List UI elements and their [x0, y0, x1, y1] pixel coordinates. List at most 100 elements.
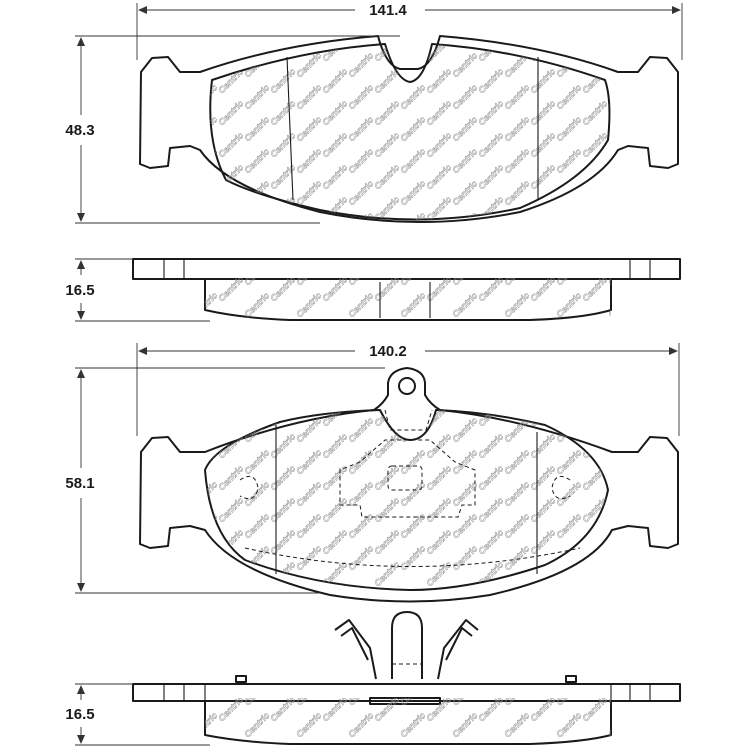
brand-watermark-text: Centric	[424, 399, 453, 428]
brand-watermark-text: Centric	[450, 290, 479, 319]
brand-watermark-text: Centric	[476, 367, 505, 396]
brand-watermark-text: Centric	[346, 710, 375, 739]
brand-watermark-text: Centric	[320, 242, 349, 271]
brand-watermark-text: Centric	[294, 678, 323, 707]
top-pad-thickness-label: 16.5	[65, 282, 94, 299]
brand-watermark-text: Centric	[606, 178, 635, 207]
brand-watermark-text: Centric	[242, 18, 271, 47]
brand-watermark-text: Centric	[476, 559, 505, 588]
brand-watermark-text: Centric	[476, 98, 505, 127]
brand-watermark-text: Centric	[606, 258, 635, 287]
brand-watermark-text: Centric	[450, 146, 479, 175]
brand-watermark-text: Centric	[346, 415, 375, 444]
brand-watermark-text: Centric	[398, 18, 427, 47]
brand-watermark-text: Centric	[216, 242, 245, 271]
brand-watermark-text: Centric	[268, 431, 297, 460]
brand-watermark-text: Centric	[242, 710, 271, 739]
brand-watermark-text: Centric	[580, 399, 609, 428]
brand-watermark-text: Centric	[528, 694, 557, 723]
brand-watermark-text: Centric	[502, 479, 531, 508]
brand-watermark-text: Centric	[528, 463, 557, 492]
brand-watermark-text: Centric	[216, 194, 245, 223]
brand-watermark-text: Centric	[502, 178, 531, 207]
brand-watermark-text: Centric	[606, 415, 635, 444]
brand-watermark-text: Centric	[320, 66, 349, 95]
brand-watermark-text: Centric	[294, 710, 323, 739]
brand-watermark-text: Centric	[164, 162, 193, 191]
brand-watermark-text: Centric	[268, 527, 297, 556]
brand-watermark-text: Centric	[320, 2, 349, 31]
brand-watermark-text: Centric	[216, 694, 245, 723]
brand-watermark-text: Centric	[476, 431, 505, 460]
brand-watermark-text: Centric	[528, 431, 557, 460]
brand-watermark-text: Centric	[580, 194, 609, 223]
brand-watermark-text: Centric	[606, 543, 635, 572]
brand-watermark-text: Centric	[450, 50, 479, 79]
brand-watermark-text: Centric	[398, 146, 427, 175]
brand-watermark-text: Centric	[450, 18, 479, 47]
brand-watermark-text: Centric	[450, 511, 479, 540]
brand-watermark-text: Centric	[372, 527, 401, 556]
brand-watermark-text: Centric	[346, 50, 375, 79]
brand-watermark-text: Centric	[554, 710, 583, 739]
brand-watermark-text: Centric	[294, 383, 323, 412]
brand-watermark-text: Centric	[268, 367, 297, 396]
bottom-pad-height-label: 58.1	[65, 475, 94, 492]
brand-watermark-text: Centric	[528, 242, 557, 271]
brand-watermark-text: Centric	[554, 447, 583, 476]
brand-watermark-text: Centric	[346, 178, 375, 207]
brand-watermark-text: Centric	[216, 399, 245, 428]
brand-watermark-text: Centric	[476, 66, 505, 95]
brand-watermark-text: Centric	[580, 694, 609, 723]
brand-watermark-text: Centric	[320, 367, 349, 396]
brand-watermark-text: Centric	[242, 511, 271, 540]
brand-watermark-text: Centric	[242, 678, 271, 707]
brand-watermark-text: Centric	[554, 511, 583, 540]
top-pad-height-label: 48.3	[65, 122, 94, 139]
brand-watermark-text: Centric	[242, 114, 271, 143]
brand-watermark-text: Centric	[294, 210, 323, 239]
brand-watermark-text: Centric	[372, 463, 401, 492]
brand-watermark-text: Centric	[216, 130, 245, 159]
brand-watermark-text: Centric	[320, 130, 349, 159]
spring-clip	[391, 611, 423, 679]
brand-watermark-text: Centric	[528, 2, 557, 31]
brand-watermark-text: Centric	[554, 210, 583, 239]
brand-watermark-text: Centric	[424, 2, 453, 31]
brand-watermark-text: Centric	[242, 290, 271, 319]
brand-watermark-text: Centric	[606, 114, 635, 143]
brand-watermark-text: Centric	[164, 2, 193, 31]
brand-watermark-text: Centric	[424, 367, 453, 396]
brand-watermark-text: Centric	[294, 447, 323, 476]
bottom-pad-thickness-dimension: 16.5	[65, 683, 210, 746]
bottom-pad-height-dimension: 58.1	[65, 367, 385, 594]
top-pad-width-dimension: 141.4	[136, 2, 683, 60]
brand-watermark-text: Centric	[476, 242, 505, 271]
brand-watermark-text: Centric	[372, 98, 401, 127]
brand-watermark-text: Centric	[502, 258, 531, 287]
brand-watermark-text: Centric	[372, 662, 401, 691]
brand-watermark-text: Centric	[294, 82, 323, 111]
brand-watermark-text: Centric	[320, 527, 349, 556]
brand-watermark-text: Centric	[372, 399, 401, 428]
brand-watermark-text: Centric	[216, 367, 245, 396]
top-pad-thickness-dimension: 16.5	[65, 258, 210, 322]
brand-watermark-text: Centric	[450, 82, 479, 111]
brand-watermark-text: Centric	[580, 34, 609, 63]
brand-watermark-text: Centric	[502, 447, 531, 476]
brand-watermark-text: Centric	[398, 290, 427, 319]
brand-watermark-text: Centric	[242, 447, 271, 476]
brand-watermark-text: Centric	[502, 383, 531, 412]
brand-watermark-text: Centric	[606, 678, 635, 707]
brand-watermark-text: Centric	[580, 495, 609, 524]
top-pad-height-dimension: 48.3	[65, 35, 400, 224]
brand-watermark-text: Centric	[294, 543, 323, 572]
brand-watermark-text: Centric	[450, 710, 479, 739]
brand-watermark-text: Centric	[346, 146, 375, 175]
brand-watermark-text: Centric	[372, 495, 401, 524]
